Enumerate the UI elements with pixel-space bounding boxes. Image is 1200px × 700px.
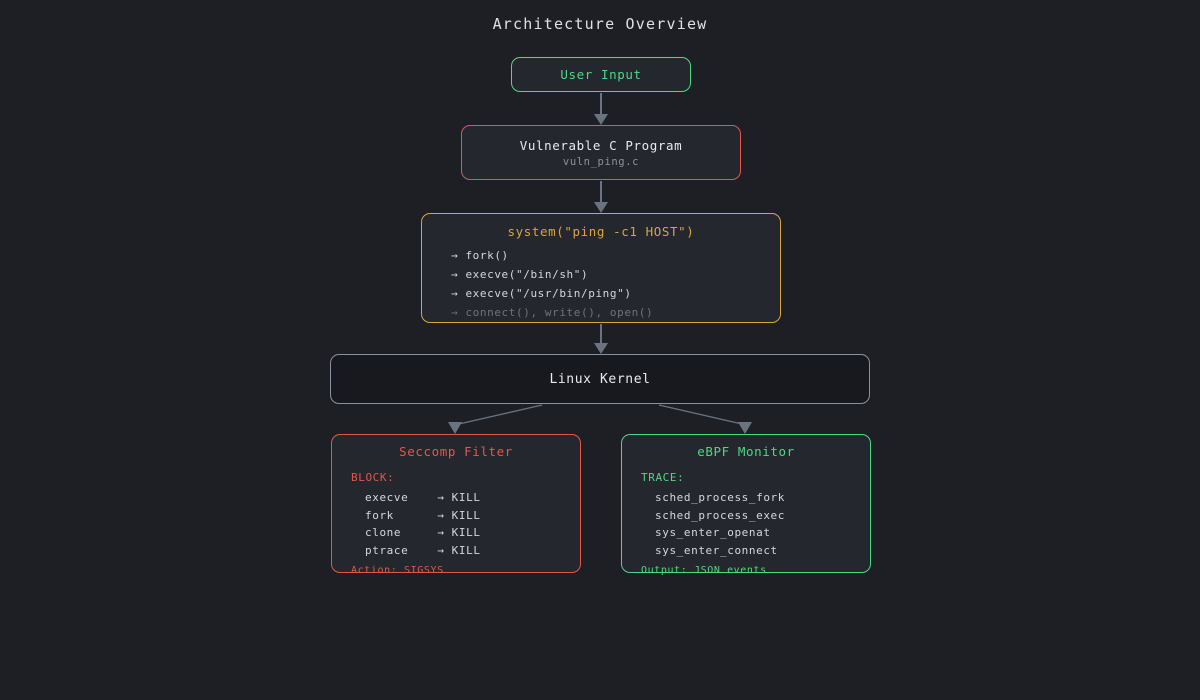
arrow-vuln-to-system [594,181,608,213]
ebpf-title: eBPF Monitor [697,444,795,459]
syscall-line-dimmed: → connect(), write(), open() [451,306,654,319]
ebpf-event: sys_enter_connect [655,543,778,557]
system-call-title: system("ping -c1 HOST") [507,224,695,239]
ebpf-event: sys_enter_openat [655,526,771,539]
node-vulnerable-program: Vulnerable C Program vuln_ping.c [461,125,741,180]
syscall-line: → fork() [451,249,509,262]
user-input-label: User Input [560,67,642,82]
arrow-user-to-vuln [594,93,608,125]
seccomp-rule: fork → KILL [365,508,481,522]
seccomp-rule: ptrace → KILL [365,543,481,557]
arrow-system-to-kernel [594,324,608,354]
node-user-input: User Input [511,57,691,92]
syscall-line: → execve("/bin/sh") [451,268,589,281]
node-system-call: system("ping -c1 HOST") → fork() → execv… [421,213,781,323]
arrow-kernel-to-seccomp [448,404,543,434]
vulnerable-program-filename: vuln_ping.c [562,155,640,168]
page-title: Architecture Overview [492,15,708,33]
ebpf-event: sched_process_exec [655,508,786,522]
ebpf-output-label: Output: JSON events [641,564,767,576]
seccomp-block-label: BLOCK: [351,471,395,484]
seccomp-rule: clone → KILL [365,526,481,539]
ebpf-trace-label: TRACE: [641,471,685,484]
seccomp-action-label: Action: SIGSYS [351,564,444,576]
node-linux-kernel: Linux Kernel [330,354,870,404]
ebpf-event: sched_process_fork [655,491,786,504]
vulnerable-program-title: Vulnerable C Program [519,137,683,153]
seccomp-rule: execve → KILL [365,491,481,504]
node-seccomp-filter: Seccomp Filter BLOCK: execve → KILL fork… [331,434,581,576]
syscall-line: → execve("/usr/bin/ping") [451,287,632,300]
seccomp-title: Seccomp Filter [399,444,513,459]
arrow-kernel-to-ebpf [658,404,752,434]
linux-kernel-label: Linux Kernel [549,371,651,387]
node-ebpf-monitor: eBPF Monitor TRACE: sched_process_fork s… [621,434,871,576]
